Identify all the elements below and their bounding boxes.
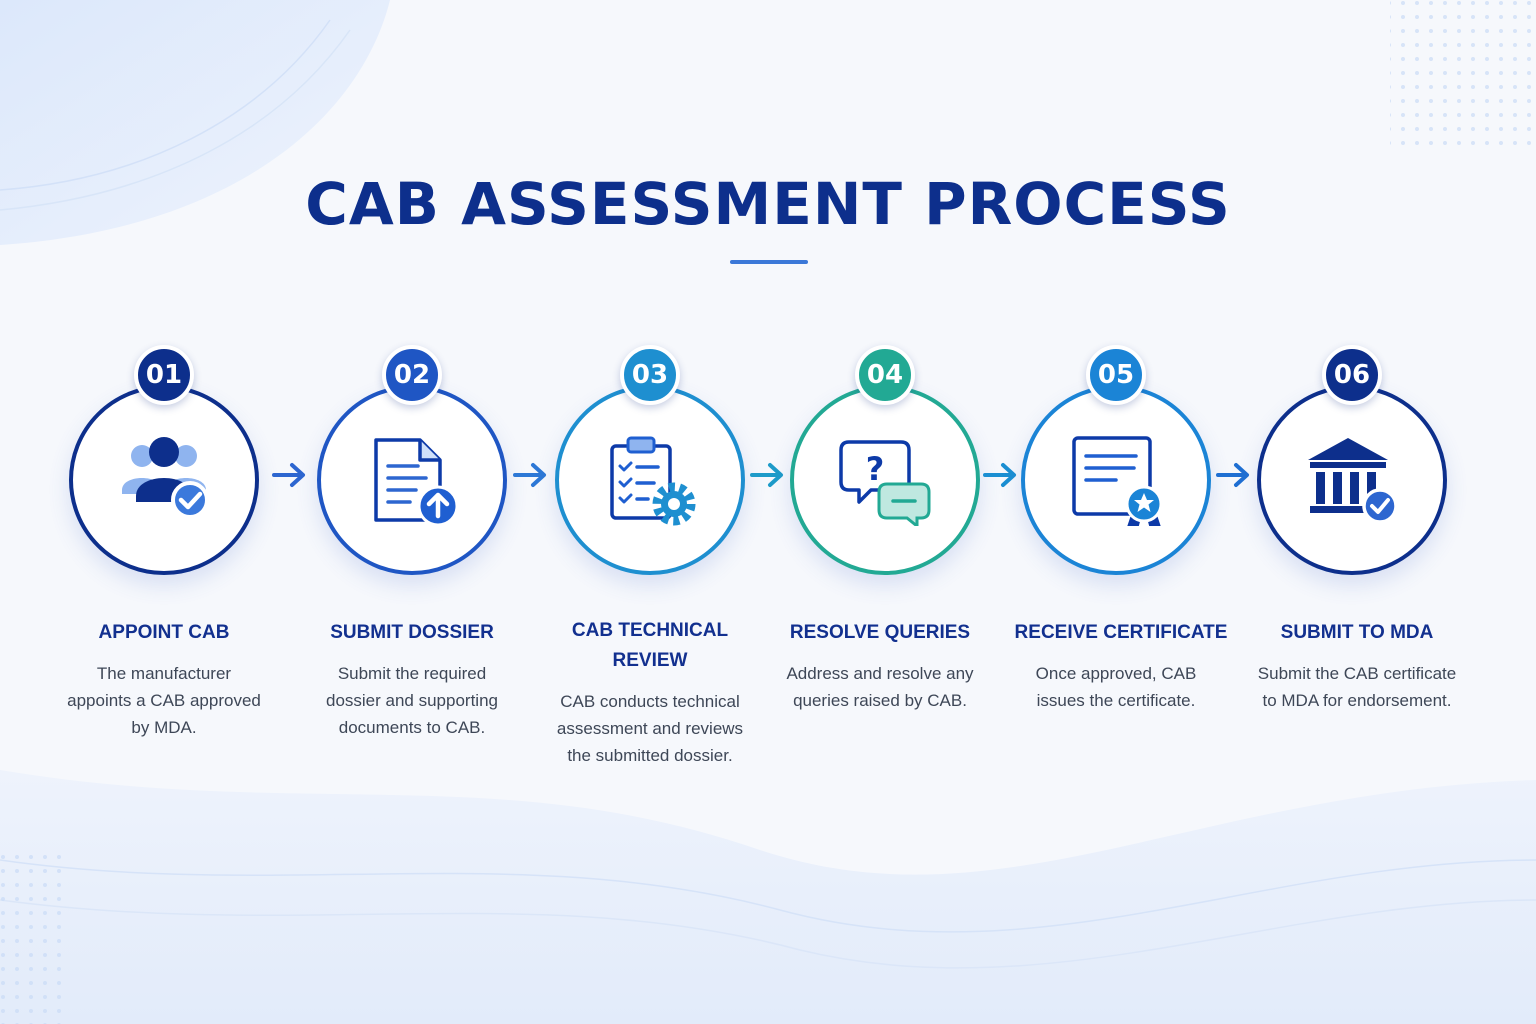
certificate-icon [1072, 436, 1162, 526]
step-2-title: SUBMIT DOSSIER [330, 622, 494, 643]
arrow-right-icon [1216, 463, 1249, 487]
step-3-description: CAB conducts technical assessment and re… [556, 692, 744, 765]
step-1-circle [69, 385, 259, 575]
step-2-description: Submit the required dossier and supporti… [325, 664, 498, 737]
step-1-description: The manufacturer appoints a CAB approved… [67, 664, 261, 737]
step-6-title: SUBMIT TO MDA [1280, 622, 1434, 643]
page-title: CAB ASSESSMENT PROCESS [305, 170, 1231, 238]
step-6-description: Submit the CAB certificate to MDA for en… [1257, 664, 1457, 710]
arrow-right-icon [750, 463, 783, 487]
step-4-number: 04 [855, 345, 915, 405]
users-check-icon [122, 437, 209, 519]
step-5-number: 05 [1086, 345, 1146, 405]
step-6-number: 06 [1322, 345, 1382, 405]
arrow-right-icon [272, 463, 305, 487]
step-5-title: RECEIVE CERTIFICATE [1014, 622, 1228, 643]
chat-question-icon: ? [839, 440, 931, 526]
clipboard-gear-icon [610, 436, 696, 526]
step-5-description: Once approved, CAB issues the certificat… [1035, 664, 1197, 710]
step-4-circle: ? [790, 385, 980, 575]
step-3-circle [555, 385, 745, 575]
institution-check-icon [1308, 438, 1398, 524]
step-4-title: RESOLVE QUERIES [789, 622, 971, 643]
step-4-description: Address and resolve any queries raised b… [786, 664, 974, 710]
step-2-number: 02 [382, 345, 442, 405]
step-1-title: APPOINT CAB [98, 622, 230, 643]
document-upload-icon [374, 438, 458, 526]
arrow-right-icon [513, 463, 546, 487]
svg-text:?: ? [866, 450, 885, 488]
step-3-number: 03 [620, 345, 680, 405]
step-2-circle [317, 385, 507, 575]
title-underline [730, 260, 808, 264]
arrow-right-icon [983, 463, 1016, 487]
step-1-number: 01 [134, 345, 194, 405]
step-6-circle [1257, 385, 1447, 575]
step-5-circle [1021, 385, 1211, 575]
